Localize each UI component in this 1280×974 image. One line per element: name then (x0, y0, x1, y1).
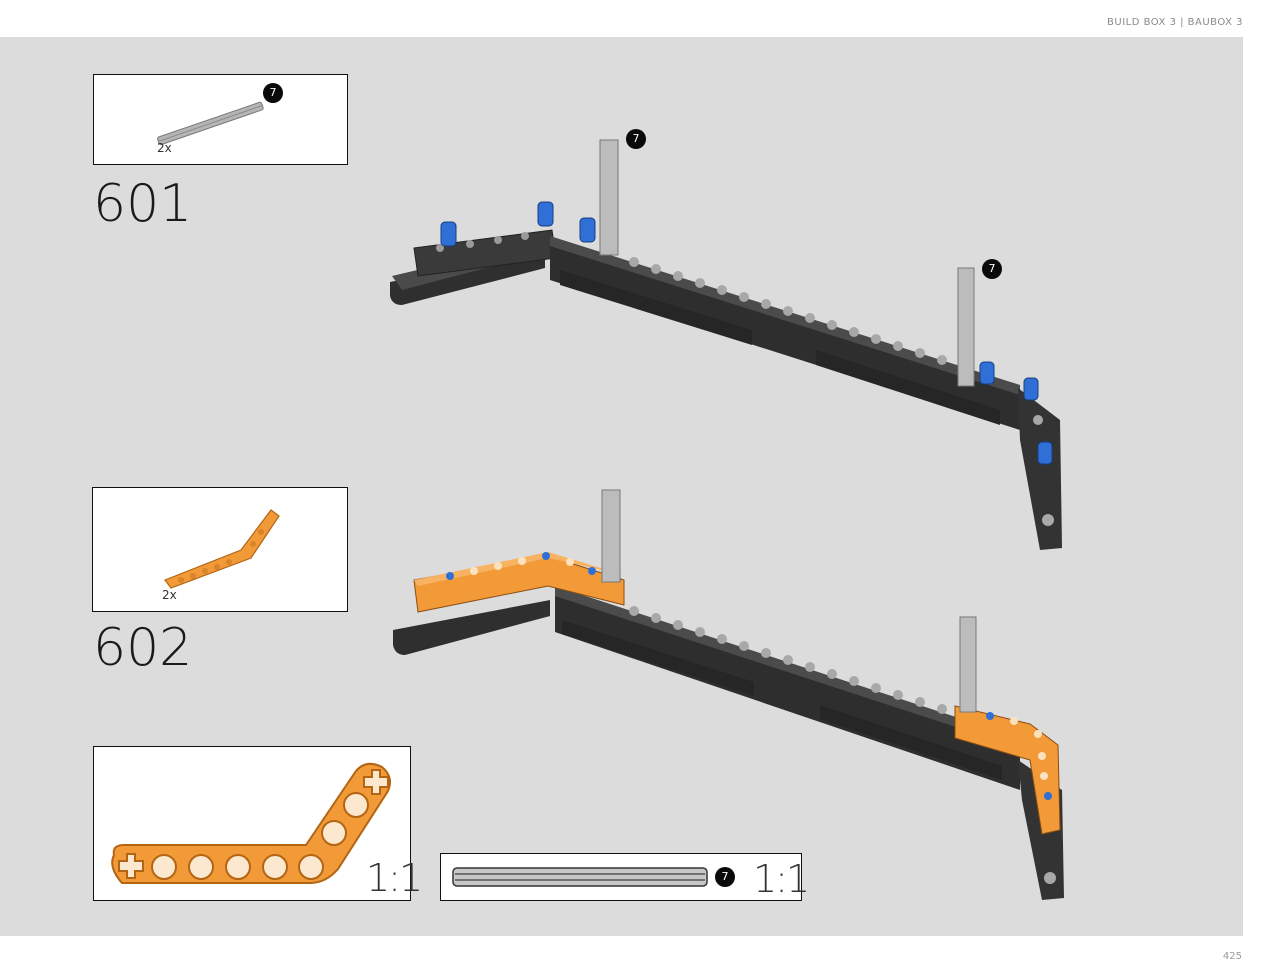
axle-length-badge: 7 (263, 83, 283, 103)
axle-length-badge: 7 (715, 867, 735, 887)
part-quantity: 2x (162, 588, 177, 602)
scale-label: 1:1 (753, 857, 810, 901)
beam-scale-reference: 1:1 (93, 746, 423, 901)
axle-callout-badge-1: 7 (626, 129, 646, 149)
axle-callout-badge-2: 7 (982, 259, 1002, 279)
step-number-602: 602 (93, 618, 193, 678)
parts-callout-601: 7 2x (93, 74, 348, 165)
scale-label: 1:1 (366, 856, 423, 900)
page-number: 425 (1222, 951, 1242, 962)
angled-beam-part-icon (164, 509, 280, 589)
part-quantity: 2x (157, 141, 172, 155)
angled-beam-outline-icon (111, 762, 391, 884)
parts-callout-602: 2x (92, 487, 348, 612)
axle-scale-reference: 7 1:1 (440, 853, 810, 901)
axle-outline-icon (452, 867, 708, 887)
step-number-601: 601 (93, 174, 193, 234)
header-title: BUILD BOX 3 | BAUBOX 3 (1107, 17, 1243, 28)
axle-part-icon (157, 101, 264, 146)
